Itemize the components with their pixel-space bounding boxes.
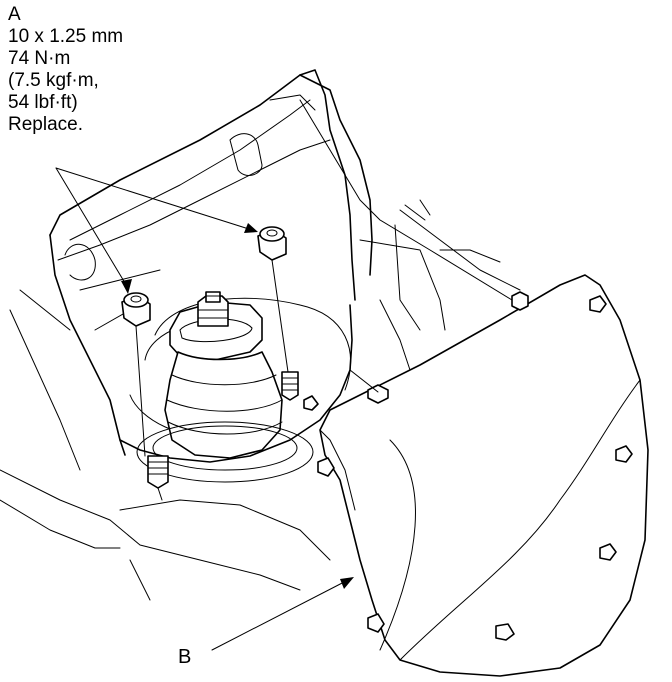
nut-right — [257, 226, 287, 261]
mounting-nuts — [121, 226, 299, 501]
leader-lines — [55, 167, 354, 651]
leader-b — [211, 579, 349, 651]
callout-b-letter: B — [178, 646, 192, 668]
strut-mount — [136, 291, 314, 483]
nut-left — [121, 292, 151, 327]
callout-b-label: B — [178, 646, 191, 668]
callout-a-letter: A — [8, 4, 21, 25]
cover-b — [299, 99, 649, 677]
arrowhead-a-right — [244, 223, 258, 233]
arrowhead-a-left — [121, 279, 132, 294]
leader-a-left — [55, 167, 129, 289]
stud-right — [281, 371, 299, 401]
callout-a-note: Replace. — [8, 114, 83, 135]
callout-a-torque-kgfm: (7.5 kgf·m, — [8, 70, 99, 91]
leader-a-right — [55, 167, 253, 231]
arrowhead-b — [340, 577, 354, 589]
callout-a-torque-nm: 74 N·m — [8, 48, 71, 69]
callout-a-size: 10 x 1.25 mm — [8, 26, 124, 47]
body-structure — [0, 199, 521, 601]
callout-a-torque-lbfft: 54 lbf·ft) — [8, 92, 78, 113]
stud-lower-left — [147, 455, 169, 489]
